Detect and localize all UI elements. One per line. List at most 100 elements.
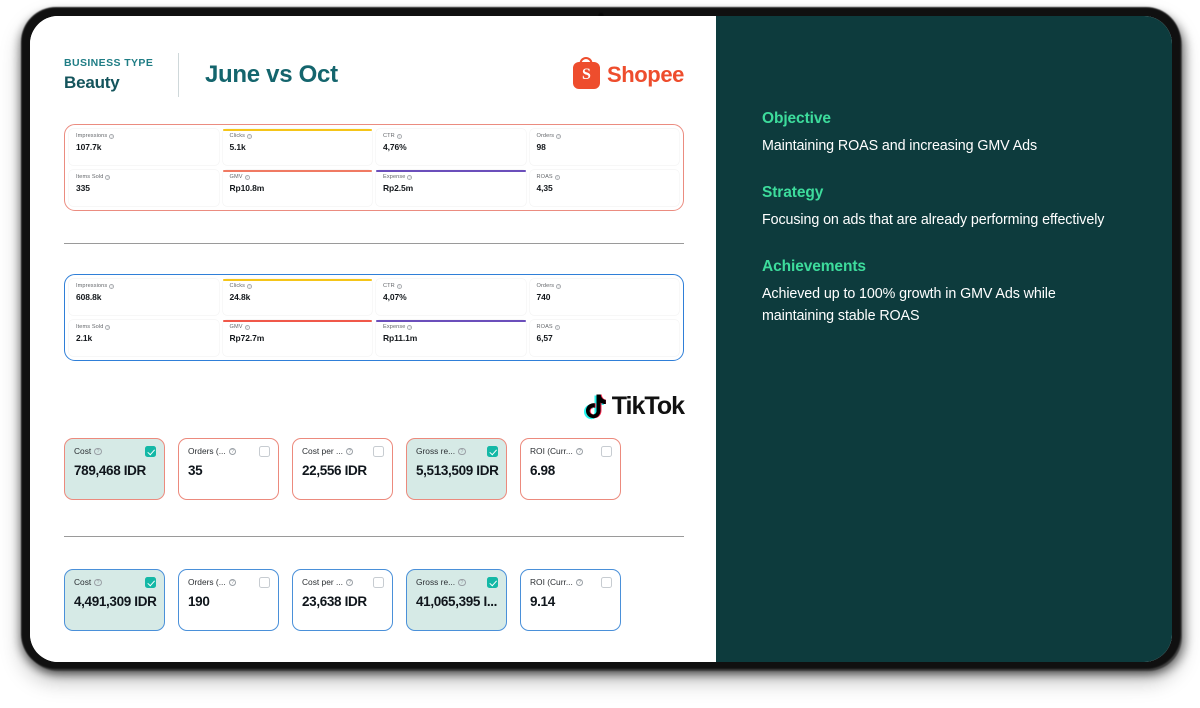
help-icon[interactable]: ? — [556, 284, 562, 290]
metric-value: 6,57 — [536, 332, 553, 343]
kpi-header: Gross re...? — [416, 577, 498, 588]
help-icon[interactable]: ? — [458, 447, 466, 456]
kpi-card[interactable]: ROI (Curr...?6.98 — [520, 438, 621, 500]
metric-label-text: GMV — [229, 174, 243, 180]
kpi-checkbox[interactable] — [601, 446, 612, 457]
metric-label-text: ROAS — [536, 174, 553, 180]
metric-cell: Orders? 98 — [529, 129, 679, 165]
metric-value: 2.1k — [76, 332, 93, 343]
metric-cell: Expense?Rp11.1m — [376, 320, 526, 356]
help-icon[interactable]: ? — [244, 175, 250, 181]
kpi-checkbox[interactable] — [259, 577, 270, 588]
metric-accent-bar — [222, 320, 372, 322]
kpi-card[interactable]: Cost?4,491,309 IDR — [64, 569, 165, 631]
kpi-header: ROI (Curr...? — [530, 446, 612, 457]
kpi-checkbox[interactable] — [487, 446, 498, 457]
summary-section-body: Achieved up to 100% growth in GMV Ads wh… — [762, 286, 1056, 325]
help-icon[interactable]: ? — [105, 325, 111, 331]
kpi-checkbox[interactable] — [373, 446, 384, 457]
help-icon[interactable]: ? — [458, 578, 466, 587]
kpi-title: Gross re... — [416, 446, 456, 457]
metric-label: Clicks? — [230, 283, 366, 290]
kpi-checkbox[interactable] — [145, 577, 156, 588]
metric-cell: Orders?740 — [529, 279, 679, 315]
kpi-card[interactable]: Cost? 789,468 IDR — [64, 438, 165, 500]
kpi-value: 5,513,509 IDR — [416, 463, 499, 478]
help-icon[interactable]: ? — [575, 578, 584, 587]
metric-cell: Impressions?608.8k — [69, 279, 219, 315]
kpi-value: 789,468 IDR — [74, 463, 146, 478]
summary-section-body: Focusing on ads that are already perform… — [762, 212, 1105, 229]
kpi-title: Cost — [74, 446, 92, 457]
metric-value: 5.1k — [229, 141, 246, 152]
metric-label-text: Orders — [536, 133, 555, 139]
metric-label: GMV? — [229, 174, 366, 181]
metric-label-text: ROAS — [536, 324, 553, 330]
kpi-title: Cost per ... — [302, 577, 343, 588]
kpi-card[interactable]: Gross re...? 5,513,509 IDR — [406, 438, 507, 500]
kpi-checkbox[interactable] — [373, 577, 384, 588]
help-icon[interactable]: ? — [109, 284, 115, 290]
help-icon[interactable]: ? — [244, 325, 250, 331]
business-type-label: BUSINESS TYPE — [64, 57, 154, 69]
left-panel: BUSINESS TYPE Beauty June vs Oct S Shope… — [30, 16, 716, 662]
metric-value: 107.7k — [76, 141, 102, 152]
divider-2 — [64, 536, 684, 537]
help-icon[interactable]: ? — [247, 134, 253, 140]
help-icon[interactable]: ? — [228, 578, 237, 587]
kpi-card[interactable]: ROI (Curr...?9.14 — [520, 569, 621, 631]
help-icon[interactable]: ? — [94, 447, 102, 456]
metric-value: 335 — [76, 182, 90, 193]
help-icon[interactable]: ? — [407, 175, 413, 181]
kpi-card[interactable]: Orders (...?35 — [178, 438, 279, 500]
kpi-value: 41,065,395 I... — [416, 594, 498, 609]
metric-value: 98 — [536, 141, 546, 152]
kpi-checkbox[interactable] — [259, 446, 270, 457]
help-icon[interactable]: ? — [109, 134, 115, 140]
metric-value: 4,07% — [383, 291, 407, 302]
metric-cell: ROAS?4,35 — [529, 170, 679, 206]
help-icon[interactable]: ? — [554, 175, 560, 181]
help-icon[interactable]: ? — [407, 325, 413, 331]
metric-value: 608.8k — [76, 291, 102, 302]
kpi-card[interactable]: Gross re...? 41,065,395 I... — [406, 569, 507, 631]
kpi-header: Gross re...? — [416, 446, 498, 457]
help-icon[interactable]: ? — [396, 284, 402, 290]
metric-label-text: GMV — [229, 324, 243, 330]
help-icon[interactable]: ? — [575, 447, 584, 456]
help-icon[interactable]: ? — [105, 175, 111, 181]
help-icon[interactable]: ? — [345, 578, 354, 587]
help-icon[interactable]: ? — [94, 578, 102, 587]
metric-label: Impressions? — [76, 133, 212, 140]
metric-label: Orders? — [537, 283, 673, 290]
help-icon[interactable]: ? — [228, 447, 237, 456]
tiktok-logo: TikTok — [64, 392, 685, 421]
kpi-value: 190 — [188, 594, 210, 609]
help-icon[interactable]: ? — [554, 325, 560, 331]
kpi-value: 22,556 IDR — [302, 463, 367, 478]
metric-label: CTR? — [383, 283, 519, 290]
metric-label-text: Items Sold — [76, 174, 104, 180]
metric-label: GMV? — [229, 324, 366, 331]
kpi-card[interactable]: Cost per ...?22,556 IDR — [292, 438, 393, 500]
help-icon[interactable]: ? — [396, 134, 402, 140]
shopee-mark-letter: S — [581, 66, 591, 83]
help-icon[interactable]: ? — [345, 447, 354, 456]
kpi-checkbox[interactable] — [487, 577, 498, 588]
help-icon[interactable]: ? — [556, 134, 562, 140]
kpi-header: Orders (...? — [188, 577, 270, 588]
kpi-checkbox[interactable] — [601, 577, 612, 588]
kpi-card[interactable]: Cost per ...?23,638 IDR — [292, 569, 393, 631]
kpi-card[interactable]: Orders (...? 190 — [178, 569, 279, 631]
kpi-checkbox[interactable] — [145, 446, 156, 457]
help-icon[interactable]: ? — [247, 284, 253, 290]
tiktok-kpis-after: Cost?4,491,309 IDR Orders (...? 190 Cost pe… — [64, 569, 684, 631]
metric-label: ROAS? — [536, 174, 673, 181]
shopee-logo: S Shopee — [572, 56, 684, 89]
kpi-header: ROI (Curr...? — [530, 577, 612, 588]
